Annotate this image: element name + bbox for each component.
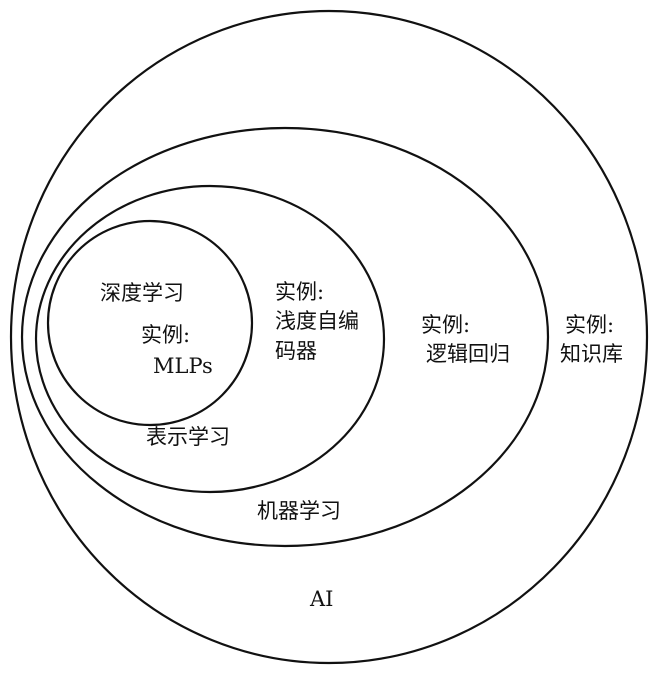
ai-label: AI xyxy=(309,587,333,611)
representation-learning-ellipse xyxy=(34,184,386,494)
representation-learning-label: 表示学习 xyxy=(146,425,230,449)
representation-learning-example-heading: 实例: xyxy=(275,280,324,304)
deep-learning-circle xyxy=(46,219,254,427)
ai-circle xyxy=(9,9,649,665)
deep-learning-example-heading: 实例: xyxy=(141,323,190,347)
ai-example-body: 知识库 xyxy=(560,342,623,366)
machine-learning-label: 机器学习 xyxy=(257,499,341,523)
machine-learning-ellipse xyxy=(20,126,550,548)
machine-learning-example-body: 逻辑回归 xyxy=(426,342,510,366)
deep-learning-example-body: MLPs xyxy=(153,354,213,378)
machine-learning-example-heading: 实例: xyxy=(421,313,470,337)
ai-example-heading: 实例: xyxy=(565,313,614,337)
representation-learning-example-line2: 码器 xyxy=(275,339,317,363)
deep-learning-label: 深度学习 xyxy=(100,281,184,305)
representation-learning-example-line1: 浅度自编 xyxy=(275,309,359,333)
